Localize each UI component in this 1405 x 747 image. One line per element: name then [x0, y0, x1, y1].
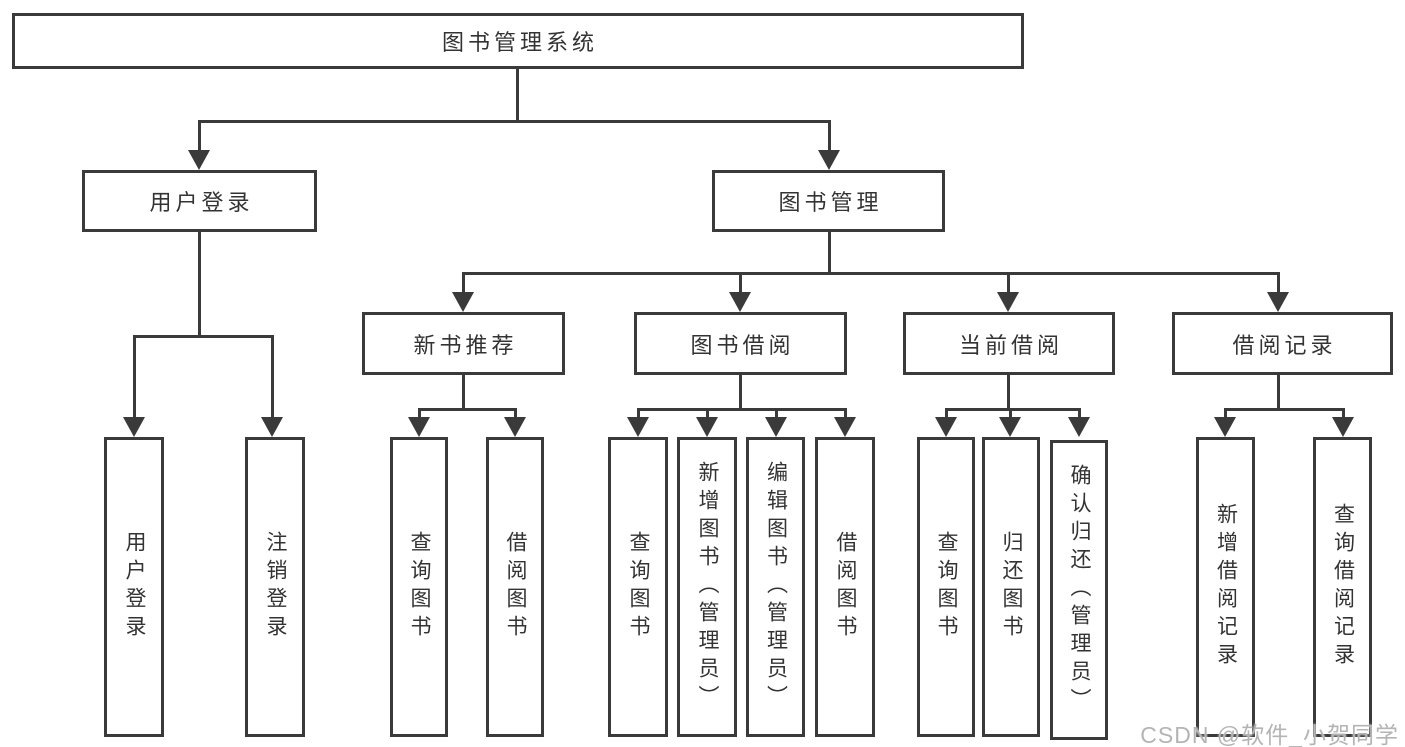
leaf-add-borrow-record: 新增借阅记录 [1196, 437, 1255, 737]
leaf-return-books-label: 归还图书 [1000, 531, 1023, 643]
connector-line [1006, 272, 1010, 294]
connector-line [132, 335, 136, 419]
node-borrow-records: 借阅记录 [1172, 312, 1393, 375]
node-current-borrow-label: 当前借阅 [958, 332, 1063, 358]
connector-line [738, 375, 742, 408]
leaf-logout: 注销登录 [245, 437, 305, 737]
connector-line [1341, 408, 1345, 419]
leaf-borrow-books-recommend: 借阅图书 [486, 437, 544, 737]
leaf-query-borrow-record-label: 查询借阅记录 [1331, 503, 1355, 671]
connector-line [461, 272, 465, 294]
node-new-book-recommend-label: 新书推荐 [413, 332, 518, 358]
node-root-label: 图书管理系统 [441, 30, 598, 55]
connector-line [1006, 375, 1010, 408]
leaf-query-books-recommend: 查询图书 [390, 437, 448, 737]
arrow-down-icon [935, 417, 957, 437]
connector-line [1276, 375, 1280, 408]
leaf-user-login-label: 用户登录 [123, 531, 146, 643]
arrow-down-icon [452, 292, 474, 312]
arrow-down-icon [627, 417, 649, 437]
connector-line [636, 408, 847, 411]
arrow-down-icon [1267, 292, 1289, 312]
connector-line [417, 408, 517, 411]
node-root: 图书管理系统 [12, 13, 1024, 69]
connector-line [417, 408, 421, 419]
arrow-down-icon [1068, 417, 1090, 437]
connector-line [1008, 408, 1012, 419]
leaf-query-books-borrow-label: 查询图书 [627, 531, 650, 643]
leaf-add-borrow-record-label: 新增借阅记录 [1214, 503, 1238, 671]
connector-line [1223, 408, 1227, 419]
node-book-management-label: 图书管理 [778, 190, 883, 215]
watermark: CSDN @软件_小贺同学 [1140, 722, 1399, 747]
node-new-book-recommend: 新书推荐 [362, 312, 565, 375]
arrow-down-icon [997, 292, 1019, 312]
connector-line [132, 335, 274, 338]
connector-line [827, 120, 831, 154]
node-user-login-label: 用户登录 [149, 190, 254, 215]
connector-line [461, 272, 1280, 275]
connector-line [944, 408, 948, 419]
leaf-edit-book-admin-label: 编辑图书（管理员） [764, 461, 788, 713]
arrow-down-icon [261, 417, 283, 437]
connector-line [843, 408, 847, 419]
leaf-return-books: 归还图书 [982, 437, 1040, 737]
node-current-borrow: 当前借阅 [903, 312, 1115, 375]
node-book-borrow: 图书借阅 [634, 312, 847, 375]
connector-line [774, 408, 778, 419]
leaf-borrow-books-recommend-label: 借阅图书 [504, 531, 527, 643]
arrow-down-icon [999, 417, 1021, 437]
node-book-management: 图书管理 [712, 170, 945, 232]
connector-line [1223, 408, 1345, 411]
arrow-down-icon [1332, 417, 1354, 437]
arrow-down-icon [696, 417, 718, 437]
leaf-confirm-return-admin-label: 确认归还（管理员） [1068, 464, 1091, 716]
connector-line [513, 408, 517, 419]
leaf-query-books-borrow: 查询图书 [608, 437, 668, 737]
connector-line [738, 272, 742, 294]
arrow-down-icon [834, 417, 856, 437]
leaf-confirm-return-admin: 确认归还（管理员） [1050, 440, 1108, 740]
leaf-user-login: 用户登录 [104, 437, 164, 737]
connector-line [944, 408, 1081, 411]
connector-line [827, 232, 831, 272]
node-borrow-records-label: 借阅记录 [1232, 332, 1337, 358]
connector-line [515, 69, 519, 120]
arrow-down-icon [1214, 417, 1236, 437]
arrow-down-icon [408, 417, 430, 437]
leaf-query-books-current: 查询图书 [917, 437, 975, 737]
leaf-logout-label: 注销登录 [264, 531, 287, 643]
connector-line [197, 120, 201, 154]
connector-line [1276, 272, 1280, 294]
leaf-query-books-current-label: 查询图书 [935, 531, 958, 643]
leaf-query-books-recommend-label: 查询图书 [408, 531, 431, 643]
leaf-borrow-books-label: 借阅图书 [834, 531, 857, 643]
node-user-login: 用户登录 [82, 170, 317, 232]
leaf-add-book-admin: 新增图书（管理员） [677, 437, 737, 737]
leaf-borrow-books: 借阅图书 [815, 437, 875, 737]
leaf-query-borrow-record: 查询借阅记录 [1313, 437, 1372, 737]
connector-line [461, 375, 465, 408]
connector-line [705, 408, 709, 419]
leaf-edit-book-admin: 编辑图书（管理员） [746, 437, 805, 737]
node-book-borrow-label: 图书借阅 [690, 332, 795, 358]
connector-line [636, 408, 640, 419]
connector-line [1077, 408, 1081, 419]
arrow-down-icon [123, 417, 145, 437]
arrow-down-icon [729, 292, 751, 312]
arrow-down-icon [504, 417, 526, 437]
connector-line [197, 232, 201, 335]
leaf-add-book-admin-label: 新增图书（管理员） [696, 461, 719, 713]
arrow-down-icon [188, 150, 210, 170]
connector-line [270, 335, 274, 419]
arrow-down-icon [765, 417, 787, 437]
arrow-down-icon [818, 150, 840, 170]
connector-line [197, 120, 831, 123]
